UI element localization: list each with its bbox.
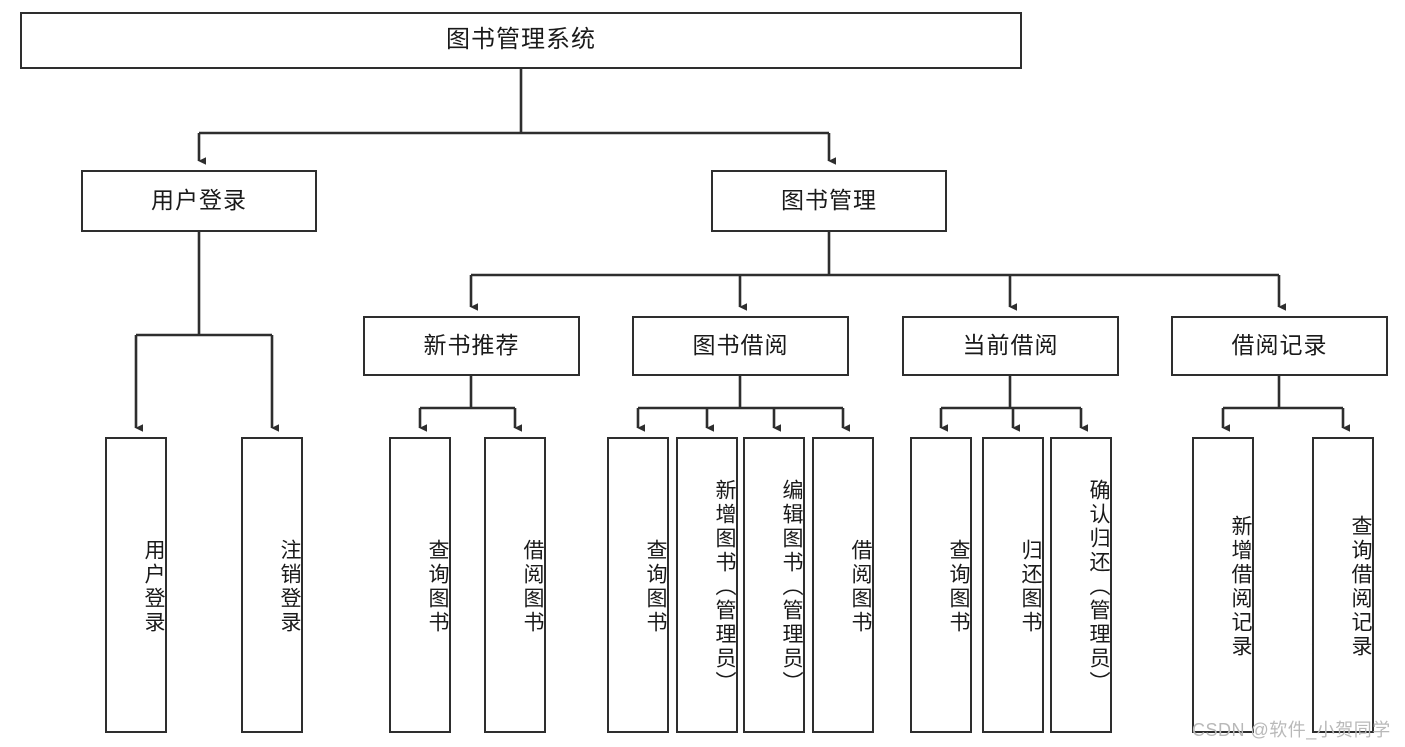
node-label: 用户登录 <box>151 187 247 214</box>
node-label: 查询图书 <box>426 539 449 635</box>
leaf-edit-book-admin[interactable]: 编辑图书（管理员） <box>743 437 805 733</box>
leaf-confirm-return-admin[interactable]: 确认归还（管理员） <box>1050 437 1112 733</box>
node-label: 查询图书 <box>947 539 970 635</box>
leaf-user-login[interactable]: 用户登录 <box>105 437 167 733</box>
leaf-borrow-books-recommendation[interactable]: 借阅图书 <box>484 437 546 733</box>
node-label: 查询借阅记录 <box>1349 515 1372 659</box>
node-label: 图书管理系统 <box>446 26 596 54</box>
leaf-logout[interactable]: 注销登录 <box>241 437 303 733</box>
node-label: 归还图书 <box>1019 539 1042 635</box>
node-label: 新增图书（管理员） <box>713 479 736 695</box>
node-borrowing-records[interactable]: 借阅记录 <box>1171 316 1388 376</box>
watermark-text: CSDN @软件_小贺同学 <box>1192 720 1391 740</box>
node-new-book-recommendation[interactable]: 新书推荐 <box>363 316 580 376</box>
node-book-borrowing[interactable]: 图书借阅 <box>632 316 849 376</box>
node-label: 新书推荐 <box>423 332 520 359</box>
leaf-borrow-books-borrowing[interactable]: 借阅图书 <box>812 437 874 733</box>
node-label: 借阅图书 <box>521 539 544 635</box>
leaf-add-book-admin[interactable]: 新增图书（管理员） <box>676 437 738 733</box>
node-label: 用户登录 <box>142 539 165 635</box>
leaf-query-books-recommendation[interactable]: 查询图书 <box>389 437 451 733</box>
node-label: 当前借阅 <box>962 332 1059 359</box>
leaf-query-borrowing-record[interactable]: 查询借阅记录 <box>1312 437 1374 733</box>
node-label: 借阅记录 <box>1231 332 1328 359</box>
csdn-watermark: CSDN @软件_小贺同学 <box>1192 716 1391 742</box>
node-current-borrowing[interactable]: 当前借阅 <box>902 316 1119 376</box>
node-label: 注销登录 <box>278 539 301 635</box>
node-label: 确认归还（管理员） <box>1087 479 1110 695</box>
leaf-query-books-current[interactable]: 查询图书 <box>910 437 972 733</box>
node-book-management-module[interactable]: 图书管理 <box>711 170 947 232</box>
leaf-query-books-borrowing[interactable]: 查询图书 <box>607 437 669 733</box>
node-label: 编辑图书（管理员） <box>780 479 803 695</box>
node-label: 查询图书 <box>644 539 667 635</box>
node-label: 图书管理 <box>781 187 877 214</box>
node-root-system[interactable]: 图书管理系统 <box>20 12 1022 69</box>
leaf-return-books[interactable]: 归还图书 <box>982 437 1044 733</box>
node-user-login-module[interactable]: 用户登录 <box>81 170 317 232</box>
node-label: 新增借阅记录 <box>1229 515 1252 659</box>
node-label: 借阅图书 <box>849 539 872 635</box>
node-label: 图书借阅 <box>692 332 789 359</box>
leaf-add-borrowing-record[interactable]: 新增借阅记录 <box>1192 437 1254 733</box>
